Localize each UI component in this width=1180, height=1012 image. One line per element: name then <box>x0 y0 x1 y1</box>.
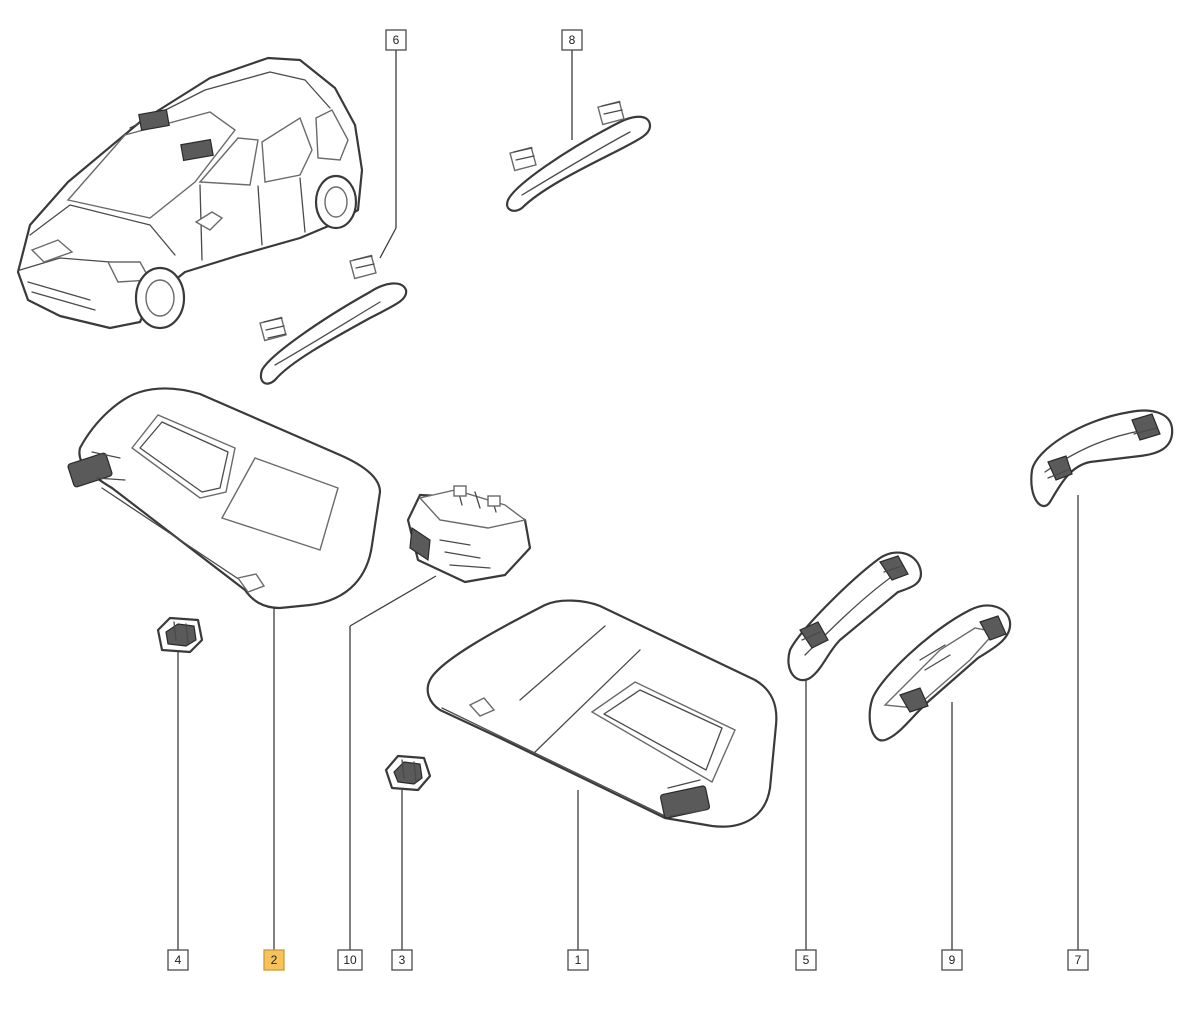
callout-9: 9 <box>941 949 963 971</box>
callout-9-label: 9 <box>949 953 956 967</box>
callout-7: 7 <box>1067 949 1089 971</box>
grab-handle-part-8 <box>506 100 652 212</box>
callout-10: 10 <box>337 949 363 971</box>
sun-visor-part-1 <box>426 599 778 828</box>
callout-4: 4 <box>167 949 189 971</box>
callout-8-label: 8 <box>569 33 576 47</box>
callout-5-label: 5 <box>803 953 810 967</box>
grab-handle-part-9 <box>868 604 1012 742</box>
callout-1: 1 <box>567 949 589 971</box>
handle-6-clip-a <box>259 316 287 342</box>
callout-7-label: 7 <box>1075 953 1082 967</box>
handle-7-clip-a <box>1047 455 1073 481</box>
callout-6-label: 6 <box>393 33 400 47</box>
clip-part-4 <box>156 616 204 654</box>
grab-handle-part-5 <box>787 551 923 682</box>
handle-7-clip-b <box>1131 413 1161 441</box>
callout-3-label: 3 <box>399 953 406 967</box>
callout-8: 8 <box>561 29 583 51</box>
callout-5: 5 <box>795 949 817 971</box>
callout-6: 6 <box>385 29 407 51</box>
callout-10-label: 10 <box>343 953 357 967</box>
handle-9-clip-a <box>899 687 929 713</box>
handle-9-clip-b <box>979 615 1007 641</box>
callout-1-label: 1 <box>575 953 582 967</box>
sun-visor-part-2 <box>67 387 382 610</box>
callout-4-label: 4 <box>175 953 182 967</box>
light-unit-part-10 <box>406 485 532 584</box>
clip-part-3 <box>384 754 432 792</box>
handle-5-clip-a <box>799 621 829 649</box>
leader-6b <box>379 227 397 259</box>
grab-handle-part-7 <box>1030 409 1174 508</box>
callout-2-label: 2 <box>271 953 278 967</box>
car-illustration <box>16 56 364 330</box>
grab-handle-part-6 <box>259 254 408 385</box>
callout-3: 3 <box>391 949 413 971</box>
handle-6-clip-b <box>349 254 377 280</box>
leader-lines <box>177 50 1079 950</box>
handle-8-clip-a <box>509 146 537 172</box>
handle-5-clip-b <box>879 555 909 581</box>
leader-10b <box>349 575 437 627</box>
handle-8-clip-b <box>597 100 625 126</box>
callout-2: 2 <box>263 949 285 971</box>
